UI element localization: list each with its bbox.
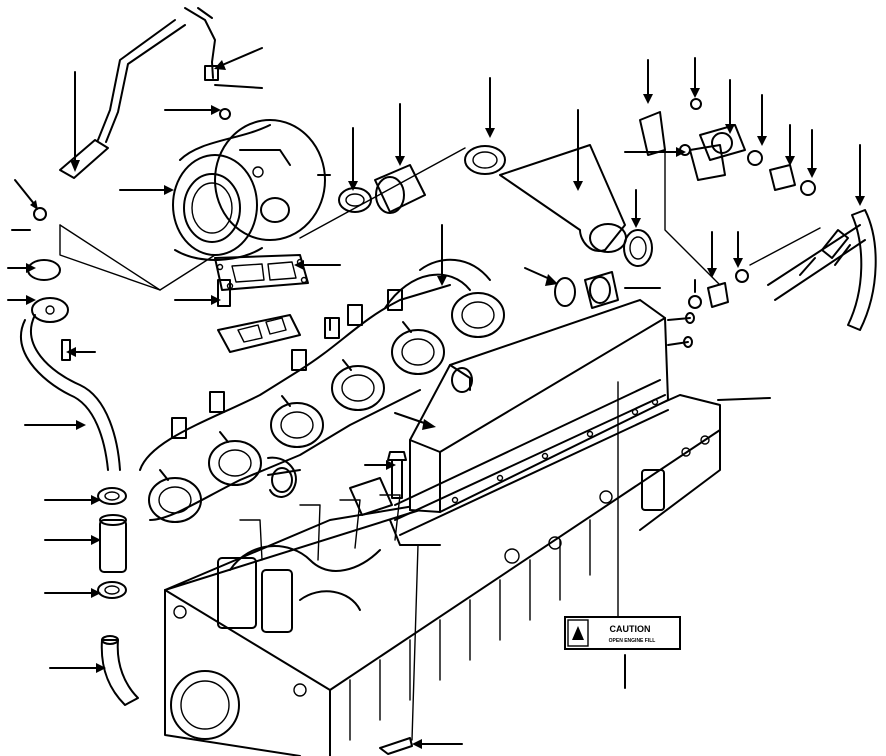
decal-title: CAUTION — [610, 624, 651, 634]
engine-block — [164, 394, 721, 756]
intake-tubes — [299, 144, 653, 309]
callout-leaders — [7, 47, 865, 749]
coolant-fittings — [639, 98, 877, 331]
warning-triangle-icon — [572, 626, 584, 640]
aftercooler-housing — [389, 298, 695, 546]
decal-subtitle: OPEN ENGINE FILL — [609, 638, 656, 644]
exhaust-manifold — [139, 258, 505, 523]
misc-hardware — [267, 381, 619, 755]
oil-drain-and-supply-lines — [20, 7, 231, 706]
caution-decal: CAUTION OPEN ENGINE FILL — [564, 616, 681, 650]
